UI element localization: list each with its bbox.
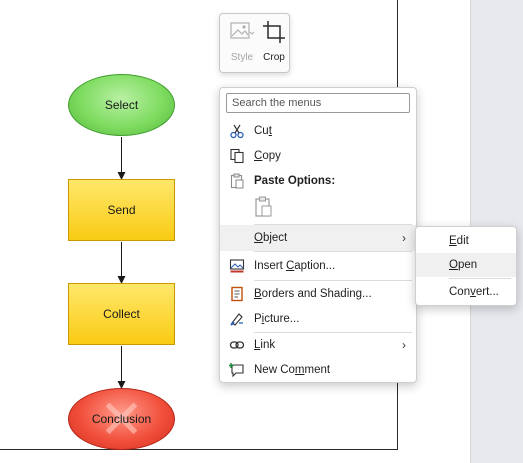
crop-button[interactable]: Crop — [258, 19, 290, 67]
menu-label: Borders and Shading... — [254, 288, 372, 300]
new-comment-icon — [220, 362, 254, 378]
menu-separator — [254, 224, 412, 225]
submenu-item-open[interactable]: Open — [416, 253, 516, 277]
menu-item-link[interactable]: Link › — [220, 332, 416, 358]
style-icon — [226, 19, 258, 45]
menu-item-copy[interactable]: Copy — [220, 143, 416, 169]
crop-label: Crop — [263, 52, 285, 63]
caption-icon — [220, 258, 254, 274]
menu-item-new-comment[interactable]: New Comment — [220, 357, 416, 383]
menu-label: Convert... — [449, 286, 499, 298]
chevron-right-icon: › — [402, 338, 406, 352]
paste-keep-icon — [255, 196, 272, 217]
menu-item-cut[interactable]: Cut — [220, 118, 416, 144]
shape-label: Conclusion — [91, 412, 152, 426]
x-mark-icon: ✕ — [98, 387, 145, 451]
menu-item-borders-shading[interactable]: Borders and Shading... — [220, 281, 416, 307]
menu-item-object[interactable]: Object › — [220, 225, 416, 251]
menu-separator — [254, 332, 412, 333]
context-menu: Cut Copy Paste Options: Obj — [219, 87, 417, 383]
copy-icon — [220, 148, 254, 164]
paste-options-icon — [220, 173, 254, 189]
menu-label: New Comment — [254, 364, 331, 376]
menu-label: Insert Caption... — [254, 260, 336, 272]
menu-label: Picture... — [254, 313, 300, 325]
menu-item-picture[interactable]: Picture... — [220, 306, 416, 332]
shape-label: Select — [104, 98, 139, 112]
chevron-right-icon: › — [402, 231, 406, 245]
crop-icon — [258, 19, 290, 45]
menu-label: Open — [449, 259, 478, 271]
borders-icon — [220, 286, 254, 302]
select-oval[interactable]: Select — [68, 74, 175, 136]
menu-label: Link — [254, 339, 276, 351]
menu-separator — [254, 280, 412, 281]
collect-box[interactable]: Collect — [68, 283, 175, 345]
picture-icon — [220, 311, 254, 327]
menu-label: Copy — [254, 150, 281, 162]
search-menus-input[interactable] — [226, 93, 410, 113]
menu-label: Object — [254, 232, 288, 244]
style-button[interactable]: Style — [226, 19, 258, 67]
menu-label: Paste Options: — [254, 175, 336, 187]
scissors-icon — [220, 123, 254, 139]
mini-toolbar: Style Crop — [219, 13, 290, 73]
connector-arrows — [117, 137, 126, 389]
link-icon — [220, 337, 254, 353]
shape-label: Collect — [103, 307, 140, 321]
object-submenu: Edit Open Convert... — [415, 226, 517, 306]
conclusion-oval[interactable]: ✕ Conclusion — [68, 387, 175, 451]
submenu-item-edit[interactable]: Edit — [416, 229, 516, 253]
menu-item-insert-caption[interactable]: Insert Caption... — [220, 253, 416, 279]
menu-separator — [254, 251, 412, 252]
send-box[interactable]: Send — [68, 179, 175, 241]
paste-options-header: Paste Options: — [220, 168, 416, 194]
submenu-item-convert[interactable]: Convert... — [416, 280, 516, 304]
menu-label: Cut — [254, 125, 272, 137]
style-label: Style — [230, 52, 254, 63]
flowchart-object[interactable]: Select Send Collect ✕ Conclusion — [0, 0, 400, 463]
shape-label: Send — [107, 203, 136, 217]
menu-separator — [449, 278, 511, 279]
page-edge — [0, 449, 398, 450]
paste-keep-source-button[interactable] — [252, 195, 274, 219]
menu-label: Edit — [449, 235, 469, 247]
